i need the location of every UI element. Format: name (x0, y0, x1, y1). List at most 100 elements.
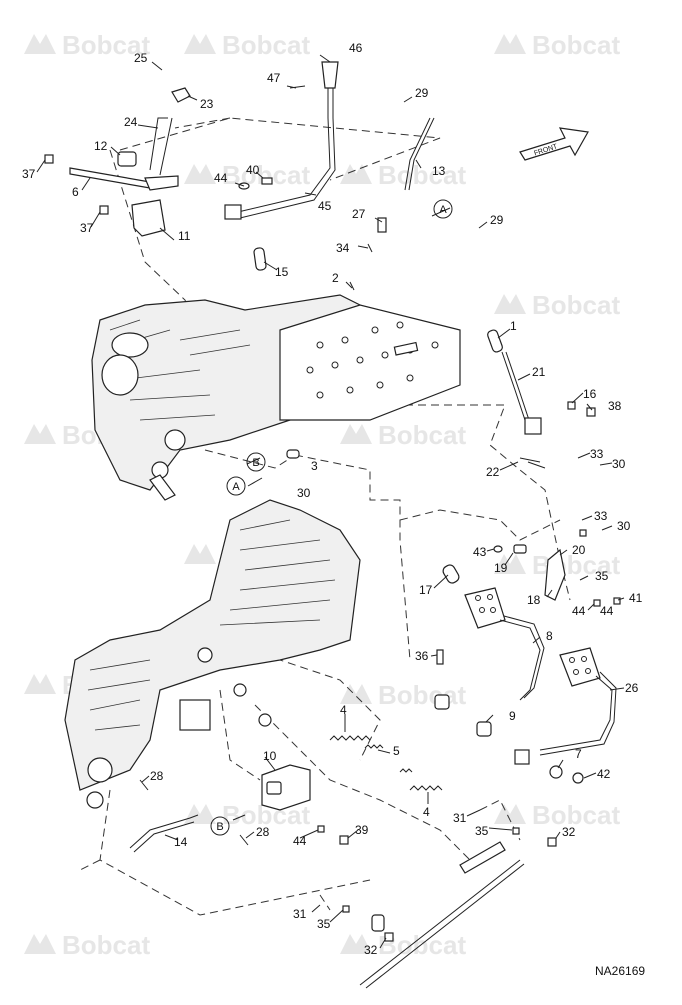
lower-assembly (64, 401, 621, 989)
callout: 22 (486, 465, 500, 479)
watermark-layer: Bobcat Bobcat Bobcat Bobcat Bobcat Bobca… (24, 30, 620, 960)
callout: 32 (364, 943, 378, 957)
callout: 36 (415, 649, 429, 663)
svg-text:B: B (252, 457, 259, 469)
callout: 24 (124, 115, 138, 129)
watermark-text: Bobcat (532, 290, 620, 320)
callout: 39 (355, 823, 369, 837)
callout: 3 (311, 459, 318, 473)
watermark-text: Bobcat (378, 160, 466, 190)
callout: 38 (608, 399, 622, 413)
callout: 2 (332, 271, 339, 285)
leader-lines (36, 54, 625, 949)
callouts: 1 2 3 4 4 5 6 7 8 9 10 11 12 13 14 15 16… (22, 41, 643, 957)
callout: 10 (263, 749, 277, 763)
callout: 35 (317, 917, 331, 931)
callout: 31 (453, 811, 467, 825)
callout: 44 (572, 604, 586, 618)
upper-assembly: FRONT (44, 61, 589, 501)
watermark-text: Bobcat (222, 30, 310, 60)
callout: 47 (267, 71, 281, 85)
callout: 41 (629, 591, 643, 605)
watermark-logo: Bobcat (340, 680, 466, 710)
callout: 20 (572, 543, 586, 557)
watermark-text: Bobcat (222, 160, 310, 190)
callout: 44 (293, 834, 307, 848)
ref-circle-b: B (246, 452, 266, 472)
callout: 4 (340, 703, 347, 717)
callout: 17 (419, 583, 433, 597)
callout: 35 (475, 824, 489, 838)
callout: 37 (22, 167, 36, 181)
ref-circle-a: A (433, 199, 453, 219)
watermark-logo: Bobcat (340, 930, 466, 960)
front-arrow: FRONT (519, 127, 589, 161)
callout: 11 (178, 229, 191, 243)
watermark-logo: Bobcat (494, 800, 620, 830)
callout: 46 (349, 41, 363, 55)
callout: 45 (318, 199, 332, 213)
callout: 44 (600, 604, 614, 618)
watermark-text: Bobcat (532, 30, 620, 60)
callout: 40 (246, 163, 260, 177)
ref-circles: A A B B (210, 199, 453, 836)
watermark-logo: Bobcat (24, 30, 150, 60)
callout: 34 (336, 241, 350, 255)
brake-pedal-26 (539, 647, 617, 756)
callout: 35 (595, 569, 609, 583)
callout: 12 (94, 139, 108, 153)
watermark-text: Bobcat (378, 420, 466, 450)
callout: 37 (80, 221, 94, 235)
ref-circle-a: A (226, 476, 246, 496)
watermark-text: Bobcat (378, 680, 466, 710)
callout: 44 (214, 171, 228, 185)
callout: 26 (625, 681, 639, 695)
callout: 9 (509, 709, 516, 723)
ref-circle-b: B (210, 816, 230, 836)
callout: 30 (617, 519, 631, 533)
callout: 30 (297, 486, 311, 500)
watermark-logo: Bobcat (494, 290, 620, 320)
callout: 19 (494, 561, 508, 575)
callout: 4 (423, 805, 430, 819)
svg-text:A: A (232, 481, 240, 493)
callout: 42 (597, 767, 611, 781)
watermark-logo: Bobcat (184, 30, 310, 60)
callout: 7 (575, 747, 582, 761)
watermark-text: Bobcat (532, 800, 620, 830)
callout: 1 (510, 319, 517, 333)
callout: 43 (473, 545, 487, 559)
callout: 6 (72, 185, 79, 199)
watermark-logo: Bobcat (184, 160, 310, 190)
callout: 16 (583, 387, 597, 401)
watermark-text: Bobcat (62, 930, 150, 960)
callout: 30 (612, 457, 626, 471)
reference-code: NA26169 (595, 964, 645, 978)
callout: 32 (562, 825, 576, 839)
brake-pedal-8 (464, 587, 545, 701)
watermark-logo: Bobcat (24, 930, 150, 960)
svg-text:B: B (216, 821, 223, 833)
watermark-text: Bobcat (62, 30, 150, 60)
callout: 33 (594, 509, 608, 523)
callout: 5 (393, 744, 400, 758)
callout: 8 (546, 629, 553, 643)
callout: 13 (432, 164, 446, 178)
callout: 28 (150, 769, 164, 783)
callout: 15 (275, 265, 289, 279)
callout: 23 (200, 97, 214, 111)
callout: 28 (256, 825, 270, 839)
callout: 25 (134, 51, 148, 65)
dashed-guides (79, 117, 571, 916)
watermark-logo: Bobcat (340, 420, 466, 450)
svg-text:A: A (439, 204, 447, 216)
callout: 14 (174, 835, 188, 849)
callout: 29 (490, 213, 504, 227)
callout: 29 (415, 86, 429, 100)
callout: 18 (527, 593, 541, 607)
callout: 33 (590, 447, 604, 461)
watermark-logo: Bobcat (494, 30, 620, 60)
callout: 27 (352, 207, 366, 221)
watermark-logo: Bobcat (340, 160, 466, 190)
